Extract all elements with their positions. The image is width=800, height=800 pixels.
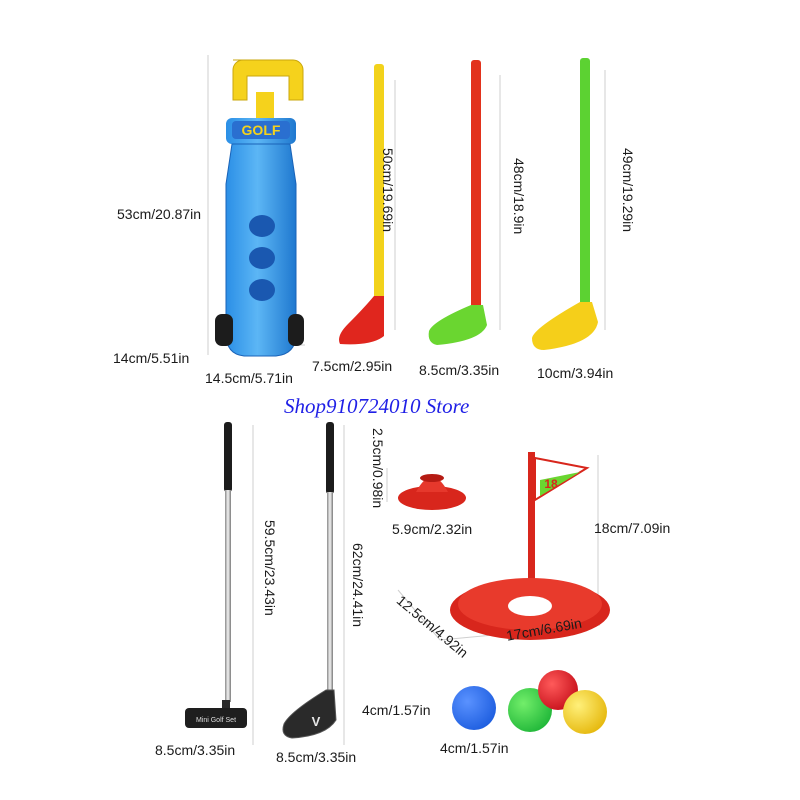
dimension-lines <box>207 55 606 745</box>
flag-and-hole: 18 <box>450 452 610 640</box>
store-name: Shop910724010 Store <box>284 394 470 418</box>
club-3-length-label: 49cm/19.29in <box>620 148 636 233</box>
plastic-club-3 <box>532 58 598 350</box>
plastic-club-1 <box>339 64 384 345</box>
flag-number: 18 <box>544 477 558 491</box>
club-1-head-label: 7.5cm/2.95in <box>312 358 393 374</box>
bag-width-label: 14.5cm/5.71in <box>205 370 293 386</box>
tee-width-label: 5.9cm/2.32in <box>392 521 473 537</box>
club-3-head-label: 10cm/3.94in <box>537 365 614 381</box>
iron-length-label: 62cm/24.41in <box>350 543 366 628</box>
metal-putter: Mini Golf Set <box>185 422 247 728</box>
tee-height-label: 2.5cm/0.98in <box>370 428 386 509</box>
ball-width-label: 4cm/1.57in <box>440 740 509 756</box>
golf-bag: GOLF <box>215 59 304 357</box>
club-1-length-label: 50cm/19.69in <box>380 148 396 233</box>
flag-height-label: 18cm/7.09in <box>594 520 671 536</box>
metal-iron: V <box>282 422 337 739</box>
putter-head-label: 8.5cm/3.35in <box>155 742 236 758</box>
bag-logo: GOLF <box>242 122 281 138</box>
putter-length-label: 59.5cm/23.43in <box>262 520 278 616</box>
bag-height-label: 53cm/20.87in <box>117 206 202 222</box>
plastic-club-2 <box>428 60 487 345</box>
bag-depth-label: 14cm/5.51in <box>113 350 190 366</box>
ball-height-label: 4cm/1.57in <box>362 702 431 718</box>
iron-head-label: 8.5cm/3.35in <box>276 749 357 765</box>
iron-head-text: V <box>312 714 321 729</box>
club-2-head-label: 8.5cm/3.35in <box>419 362 500 378</box>
club-2-length-label: 48cm/18.9in <box>511 158 527 235</box>
golf-balls <box>452 670 607 734</box>
golf-tee <box>398 474 466 510</box>
putter-head-text: Mini Golf Set <box>196 717 236 724</box>
